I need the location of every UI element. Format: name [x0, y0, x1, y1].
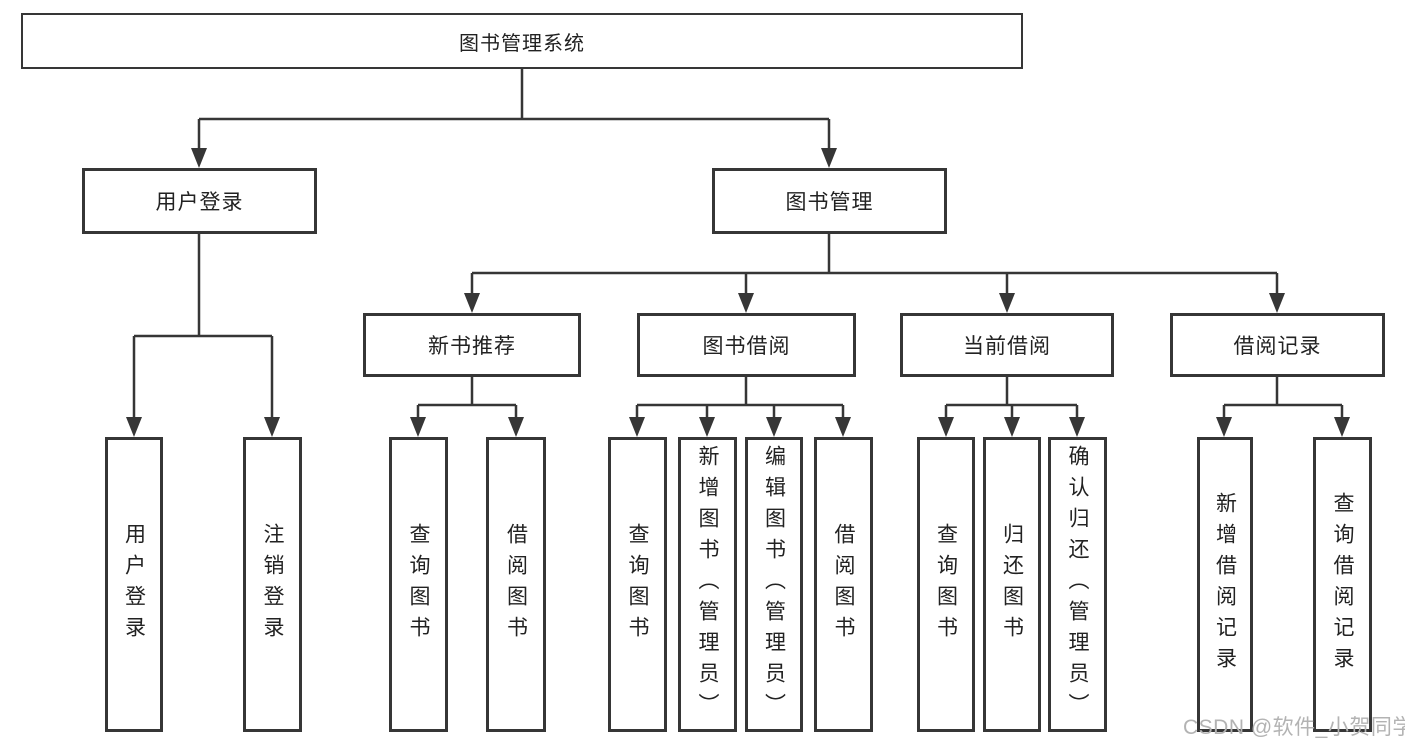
connector-user-login-to-leaves [126, 234, 280, 437]
node-label: 注销登录 [261, 522, 284, 647]
leaf-query-books-recommend: 查询图书 [389, 437, 448, 732]
leaf-edit-books-admin: 编辑图书（管理员） [745, 437, 803, 732]
arrowhead [699, 417, 715, 437]
arrowhead [1216, 417, 1232, 437]
leaf-return-books: 归还图书 [983, 437, 1041, 732]
connector-root-to-level2 [191, 69, 837, 168]
node-label: 查询图书 [626, 522, 649, 647]
node-label: 查询图书 [407, 522, 430, 647]
arrowhead [191, 148, 207, 168]
node-label: 确认归还（管理员） [1066, 445, 1089, 724]
node-label: 归还图书 [1000, 522, 1024, 647]
arrowhead [1269, 293, 1285, 313]
leaf-query-books-current: 查询图书 [917, 437, 975, 732]
node-label: 图书管理 [785, 191, 874, 214]
arrowhead [999, 293, 1015, 313]
node-book-management: 图书管理 [712, 168, 947, 234]
arrowhead [738, 293, 754, 313]
node-library-system: 图书管理系统 [21, 13, 1023, 69]
node-label: 用户登录 [122, 522, 146, 647]
arrowhead [835, 417, 851, 437]
node-label: 当前借阅 [963, 335, 1051, 358]
connector-book-borrow-to-leaves [629, 377, 851, 437]
node-label: 图书借阅 [702, 335, 791, 358]
arrowhead [126, 417, 142, 437]
connector-borrow-records-to-leaves [1216, 377, 1350, 437]
arrowhead [410, 417, 426, 437]
leaf-add-borrow-record: 新增借阅记录 [1197, 437, 1253, 732]
arrowhead [629, 417, 645, 437]
arrowhead [1004, 417, 1020, 437]
arrowhead [938, 417, 954, 437]
node-borrowing-records: 借阅记录 [1170, 313, 1385, 377]
leaf-borrow-books: 借阅图书 [814, 437, 873, 732]
node-label: 新增图书（管理员） [696, 445, 719, 724]
leaf-confirm-return-admin: 确认归还（管理员） [1048, 437, 1107, 732]
node-label: 用户登录 [155, 191, 244, 214]
leaf-add-books-admin: 新增图书（管理员） [678, 437, 737, 732]
arrowhead [508, 417, 524, 437]
node-label: 新书推荐 [428, 335, 516, 358]
connector-current-borrow-to-leaves [938, 377, 1085, 437]
node-label: 图书管理系统 [459, 32, 585, 55]
leaf-query-books-borrowing: 查询图书 [608, 437, 667, 732]
node-label: 编辑图书（管理员） [762, 445, 786, 724]
node-user-login: 用户登录 [82, 168, 317, 234]
arrowhead [821, 148, 837, 168]
arrowhead [766, 417, 782, 437]
arrowhead [1069, 417, 1085, 437]
node-label: 借阅图书 [832, 522, 855, 647]
node-label: 借阅图书 [504, 522, 528, 647]
leaf-logout: 注销登录 [243, 437, 302, 732]
arrowhead [264, 417, 280, 437]
leaf-borrow-books-recommend: 借阅图书 [486, 437, 546, 732]
node-label: 新增借阅记录 [1213, 491, 1237, 678]
node-label: 借阅记录 [1233, 335, 1322, 358]
node-label: 查询借阅记录 [1331, 491, 1354, 678]
arrowhead [464, 293, 480, 313]
node-label: 查询图书 [934, 522, 958, 647]
arrowhead [1334, 417, 1350, 437]
node-new-book-recommend: 新书推荐 [363, 313, 581, 377]
leaf-user-login: 用户登录 [105, 437, 163, 732]
node-book-borrowing: 图书借阅 [637, 313, 856, 377]
node-current-borrowing: 当前借阅 [900, 313, 1114, 377]
leaf-query-borrow-record: 查询借阅记录 [1313, 437, 1372, 732]
connector-new-book-rec-to-leaves [410, 377, 524, 437]
connector-book-mgmt-to-level3 [464, 234, 1285, 313]
csdn-watermark: CSDN @软件_小贺同学 [1183, 716, 1405, 739]
